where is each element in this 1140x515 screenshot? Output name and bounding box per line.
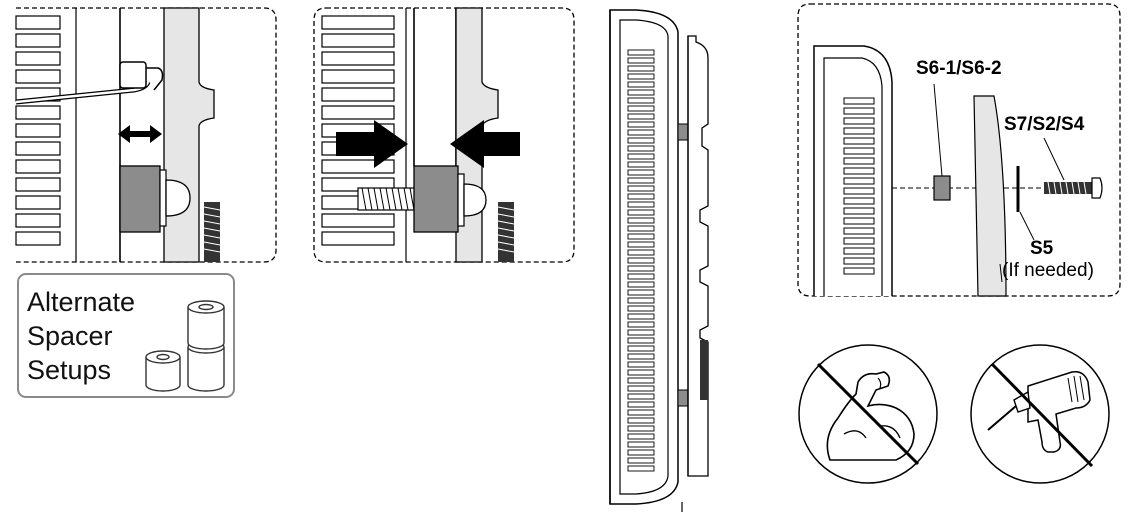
vent-slot (627, 433, 655, 440)
vent-slot (627, 161, 655, 168)
hardware-assembly-diagram: S6-1/S6-2 S7/S2/S4 S5 (If needed) (794, 2, 1124, 300)
vent-slot (627, 89, 655, 96)
washer-note-label: (If needed) (1002, 260, 1094, 281)
vent-slot (627, 345, 655, 352)
vent-slot (627, 249, 655, 256)
vent-slot (627, 137, 655, 144)
compression-detail (312, 2, 577, 267)
vent-slot (627, 313, 655, 320)
vent-slot (627, 145, 655, 152)
vent-slot (627, 97, 655, 104)
vent-slot (627, 273, 655, 280)
vent-slot (627, 201, 655, 208)
vent-slot (627, 465, 655, 472)
bolt-part-label: S7/S2/S4 (1004, 114, 1085, 135)
vent-slot (627, 169, 655, 176)
vent-slot (627, 361, 655, 368)
vent-slot (627, 121, 655, 128)
vent-slot (627, 305, 655, 312)
vent-slot (627, 193, 655, 200)
vent-slot (627, 113, 655, 120)
vent-slot (627, 369, 655, 376)
vent-slot (627, 449, 655, 456)
vent-slot (627, 425, 655, 432)
vent-slot (627, 177, 655, 184)
vent-slot (627, 457, 655, 464)
spacer-line-1: Alternate (27, 287, 136, 317)
vent-slot (627, 321, 655, 328)
spacer-line-3: Setups (27, 355, 112, 385)
vent-slot (627, 377, 655, 384)
alternate-spacer-setups-text: Alternate Spacer Setups (27, 285, 135, 387)
spacer-stack-icon (145, 300, 225, 392)
vent-slot (627, 329, 655, 336)
vent-slot (627, 233, 655, 240)
vent-slot (627, 337, 655, 344)
vent-slot (627, 81, 655, 88)
washer-part-label: S5 (1030, 238, 1054, 259)
vent-slot (627, 49, 655, 56)
vent-slot (627, 417, 655, 424)
vent-slot (627, 265, 655, 272)
vent-slot (627, 217, 655, 224)
vent-slot (627, 241, 655, 248)
no-excess-force-icon (796, 342, 940, 486)
vent-slot (627, 385, 655, 392)
vent-slot (627, 281, 655, 288)
tv-side-profile (596, 6, 736, 512)
vent-slot (627, 257, 655, 264)
vent-slot (627, 393, 655, 400)
vent-slot (627, 289, 655, 296)
vent-slot (627, 209, 655, 216)
vent-slot (627, 225, 655, 232)
vent-slot (627, 409, 655, 416)
no-power-drill-icon (968, 342, 1112, 486)
spacer-gap-detail (14, 2, 279, 267)
alternate-spacer-setups-box: Alternate Spacer Setups (17, 273, 235, 398)
spacer-line-2: Spacer (27, 321, 113, 351)
vent-slot (627, 185, 655, 192)
vent-slot (627, 73, 655, 80)
spacer-part-label: S6-1/S6-2 (916, 58, 1002, 79)
vent-slot (627, 297, 655, 304)
vent-slot (627, 401, 655, 408)
vent-slot (627, 129, 655, 136)
vent-slot (627, 65, 655, 72)
vent-slot (627, 153, 655, 160)
vent-slot (627, 353, 655, 360)
vent-slot (627, 441, 655, 448)
vent-slot (627, 105, 655, 112)
vent-slot (627, 57, 655, 64)
